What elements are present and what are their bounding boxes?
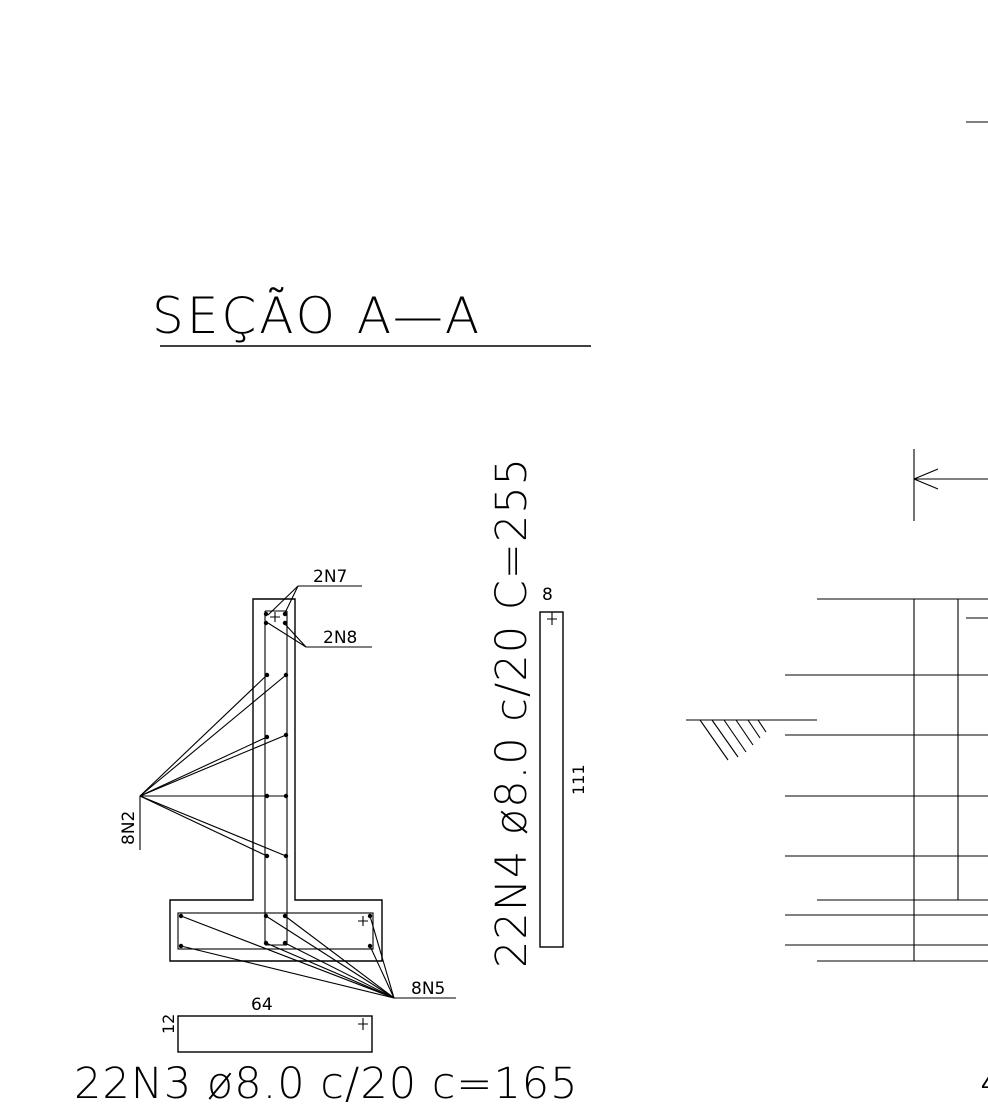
section-cut-arrow [913,449,988,521]
leader-8n2: 8N2 [119,674,287,857]
dim-12: 12 [159,1014,178,1034]
bar-n3-shape [177,1015,373,1053]
bar-n3-spec: 22N3 ø8.0 c/20 c=165 [74,1059,579,1109]
partial-dimension-text: 4 [980,1060,988,1106]
bar-dot [282,620,288,626]
leader-8n5: 8N5 [180,915,456,999]
wall-section: 2N7 2N8 8N2 [119,567,456,999]
dim-8: 8 [542,585,553,605]
elevation-view: 4 [686,121,988,1106]
label-8n2: 8N2 [119,811,139,845]
dim-64: 64 [251,995,273,1015]
ground-hatch-symbol [686,719,817,761]
section-title: SEÇÃO A—A [152,287,482,345]
plus-mark-footing [358,916,368,926]
concrete-outline [169,598,383,962]
footing-rebar [177,912,374,950]
bar-dot [263,611,269,617]
plus-mark-n4 [547,612,557,625]
label-8n5: 8N5 [411,979,445,999]
bar-n3-detail: 64 12 22N3 ø8.0 c/20 c=165 [74,995,579,1109]
plus-mark-top [270,612,280,622]
bar-dot [263,620,269,626]
leader-2n7: 2N7 [267,567,362,616]
bar-n4-spec: 22N4 ø8.0 c/20 C=255 [487,457,537,968]
label-2n7: 2N7 [313,567,347,587]
label-2n8: 2N8 [323,628,357,648]
plus-mark-n3 [358,1018,368,1030]
bar-n4-detail: 22N4 ø8.0 c/20 C=255 8 111 [487,457,588,968]
leader-2n8: 2N8 [267,622,372,648]
bar-n4-shape [539,611,564,948]
dim-111: 111 [569,764,588,795]
